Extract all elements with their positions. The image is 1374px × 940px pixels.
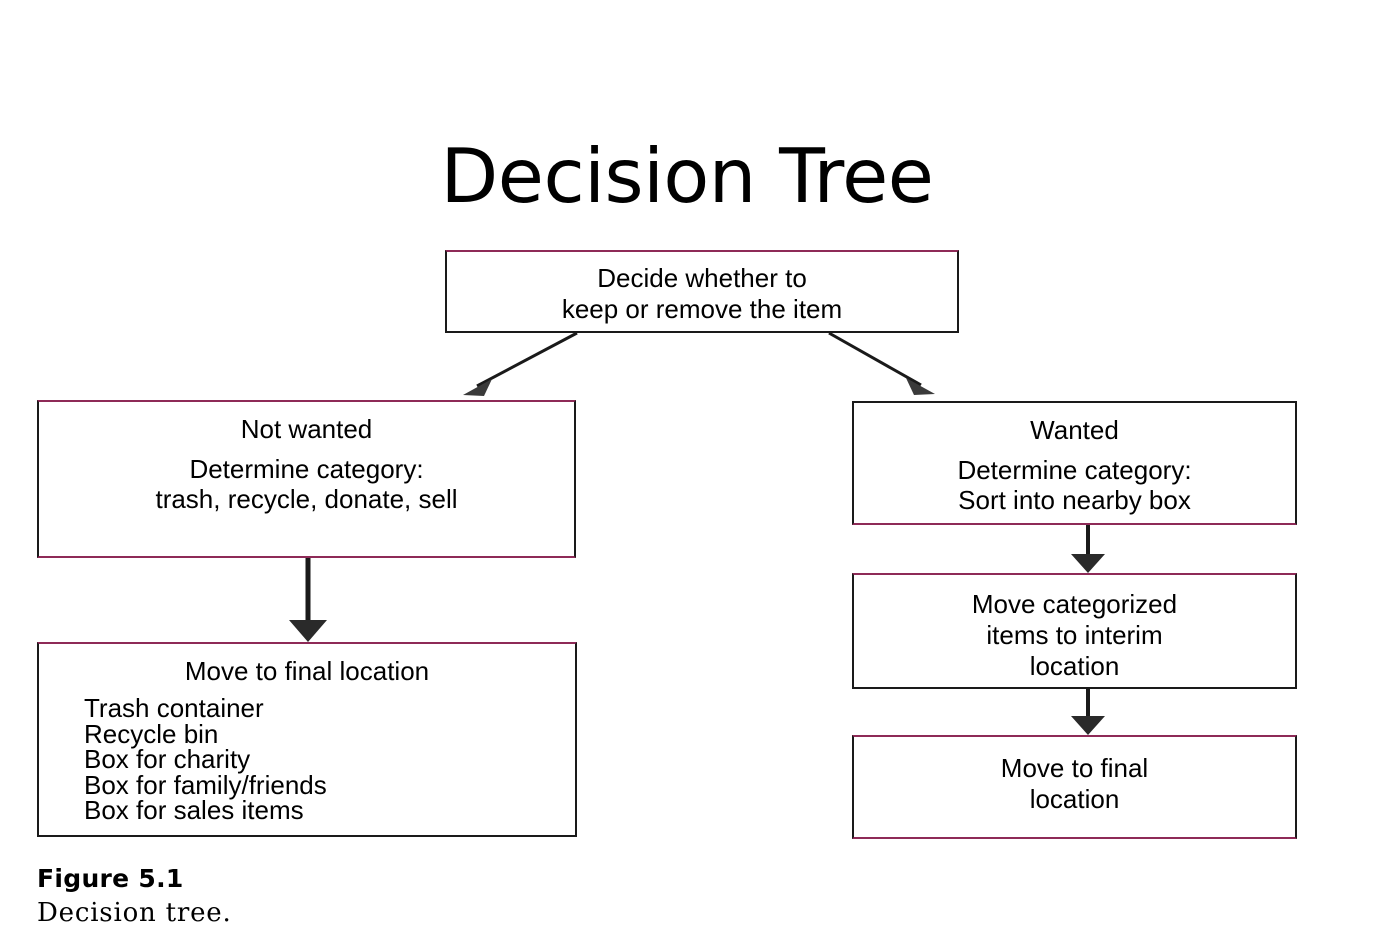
- node-root-line-1: Decide whether to: [597, 263, 807, 293]
- list-item: Box for sales items: [84, 795, 304, 825]
- node-wanted-heading: Wanted: [1030, 415, 1119, 445]
- page-title: Decision Tree: [440, 132, 934, 220]
- node-decide-keep-or-remove: Decide whether to keep or remove the ite…: [445, 250, 959, 333]
- node-interim-line-2: items to interim: [986, 620, 1163, 650]
- node-not-wanted-heading: Not wanted: [240, 414, 373, 444]
- node-final-left-list: Trash container Recycle bin Box for char…: [39, 693, 575, 825]
- node-final-right-line-1: Move to final: [1000, 753, 1149, 783]
- node-interim-line-3: location: [1029, 651, 1120, 681]
- list-item: Box for charity: [84, 744, 251, 774]
- node-not-wanted-line-2: trash, recycle, donate, sell: [155, 484, 458, 514]
- edge-interim-to-final-right: [1071, 689, 1105, 735]
- node-move-to-final-location-right: Move to final location: [852, 735, 1297, 839]
- node-root-line-2: keep or remove the item: [561, 294, 843, 324]
- list-item: Box for family/friends: [84, 769, 327, 800]
- node-final-left-heading: Move to final location: [184, 656, 430, 686]
- node-wanted-line-2: Sort into nearby box: [958, 485, 1191, 515]
- spacer: [854, 446, 1295, 455]
- list-item: Trash container: [84, 693, 264, 723]
- node-interim-line-1: Move categorized: [971, 589, 1178, 619]
- node-not-wanted: Not wanted Determine category: trash, re…: [37, 400, 576, 558]
- edge-root-to-wanted: [828, 331, 935, 395]
- edge-not-wanted-to-final-left: [289, 558, 327, 642]
- list-item: Recycle bin: [84, 718, 219, 749]
- edge-wanted-to-interim: [1071, 525, 1105, 573]
- node-wanted: Wanted Determine category: Sort into nea…: [852, 401, 1297, 525]
- edge-root-to-not-wanted: [463, 331, 578, 396]
- node-move-categorized-items-to-interim-location: Move categorized items to interim locati…: [852, 573, 1297, 689]
- node-not-wanted-line-1: Determine category:: [189, 454, 424, 484]
- figure-label: Figure 5.1: [37, 864, 184, 893]
- spacer: [39, 445, 574, 454]
- figure-caption: Decision tree.: [37, 898, 232, 928]
- node-move-to-final-location-left: Move to final location Trash container R…: [37, 642, 577, 837]
- node-final-right-line-2: location: [1029, 784, 1120, 814]
- node-wanted-line-1: Determine category:: [957, 455, 1192, 485]
